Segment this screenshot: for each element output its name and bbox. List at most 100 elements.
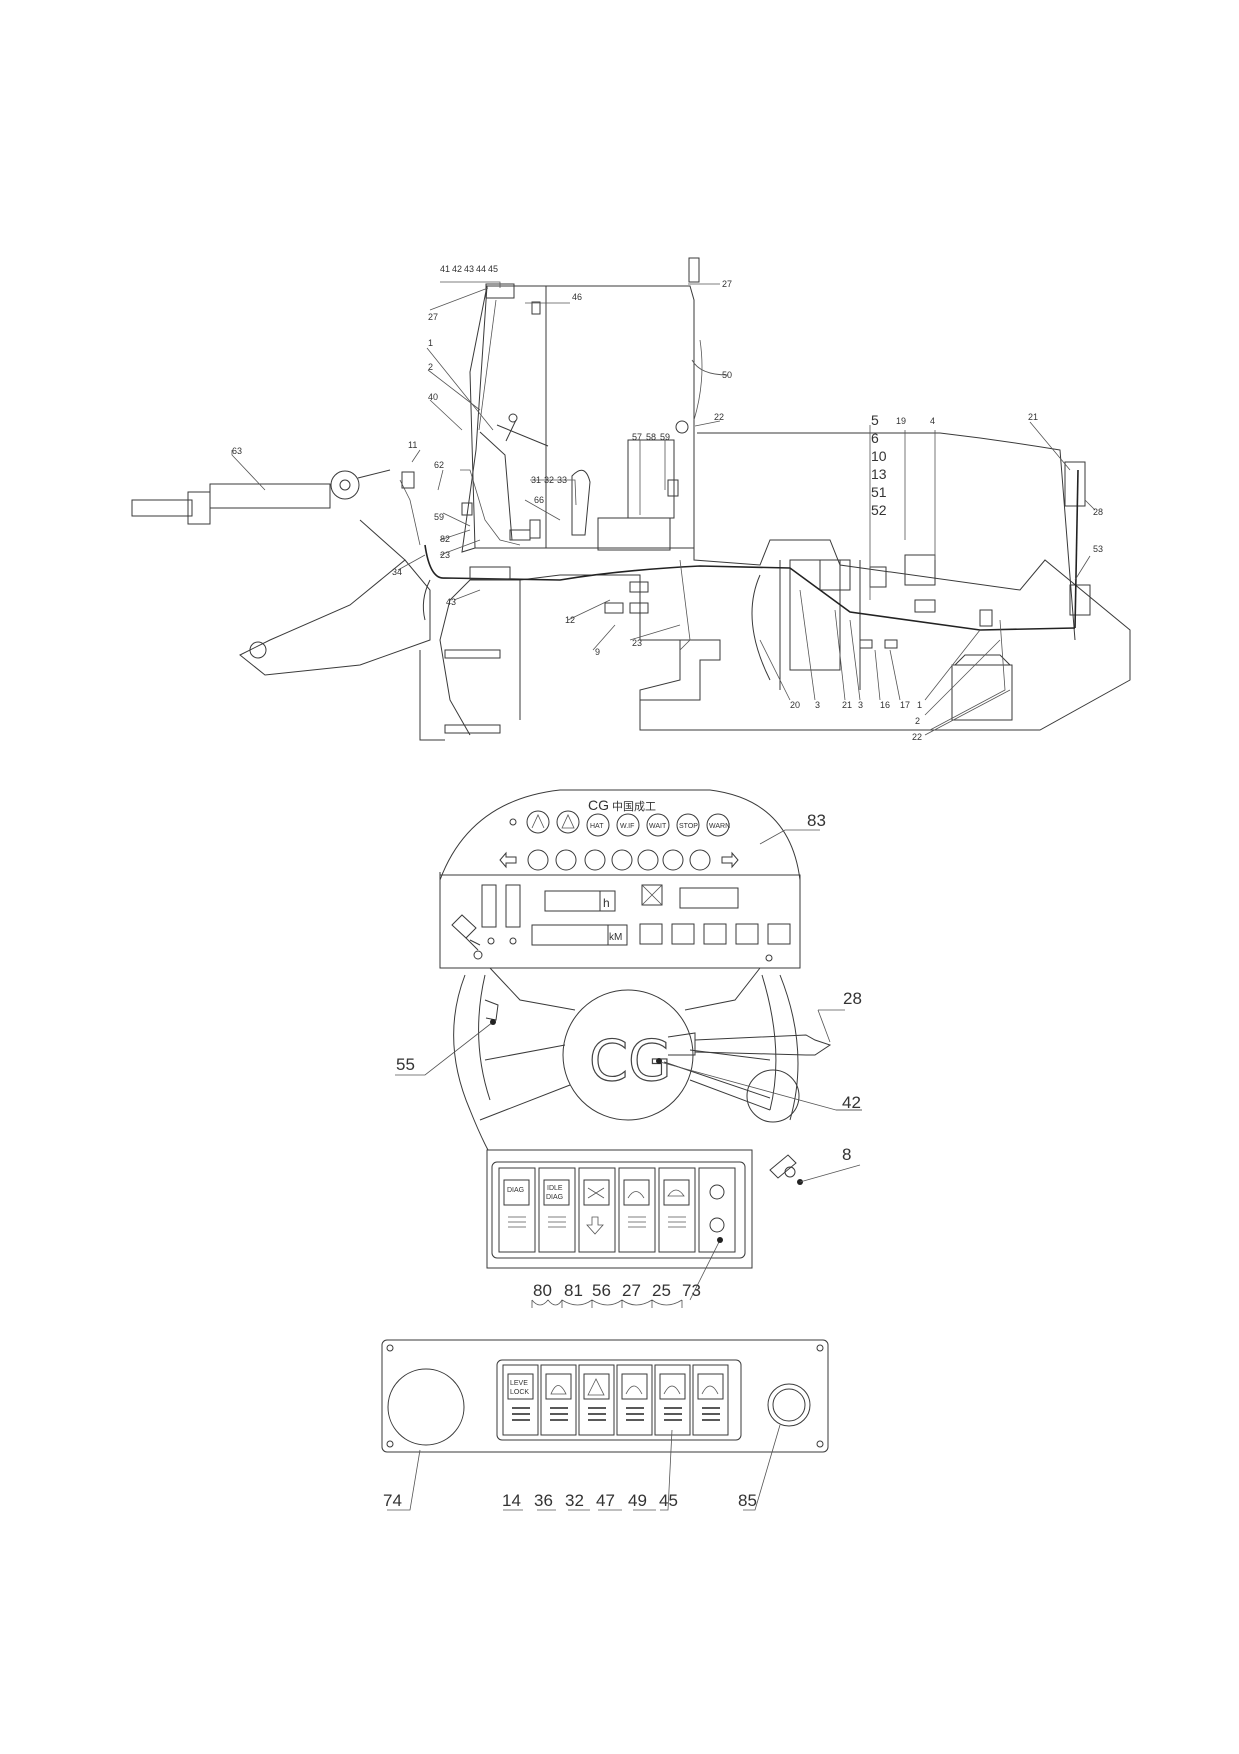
callout-3: 3 xyxy=(815,700,820,710)
dash-leaders xyxy=(387,829,862,1511)
callout-27b: 27 xyxy=(722,279,732,289)
hour-unit: h xyxy=(603,896,610,910)
lower-switch-3 xyxy=(578,1364,615,1436)
callout-36: 36 xyxy=(534,1491,553,1510)
callout-56: 56 xyxy=(592,1281,611,1300)
callout-73: 73 xyxy=(682,1281,701,1300)
callout-45: 45 xyxy=(488,264,498,274)
callout-2b: 2 xyxy=(915,716,920,726)
left-turn-icon xyxy=(499,851,517,869)
callout-34: 34 xyxy=(392,567,402,577)
callout-28: 28 xyxy=(1093,507,1103,517)
switch-3 xyxy=(578,1167,616,1253)
callout-21b: 21 xyxy=(842,700,852,710)
battery xyxy=(951,664,1013,721)
callout-40: 40 xyxy=(428,392,438,402)
callout-50: 50 xyxy=(722,370,732,380)
lower-switch-4 xyxy=(616,1364,653,1436)
brand-logo: CG xyxy=(588,797,609,813)
instrument-cluster: CG 中国成工 xyxy=(439,789,801,969)
callout-43: 43 xyxy=(464,264,474,274)
callout-42: 42 xyxy=(452,264,462,274)
callout-66: 66 xyxy=(534,495,544,505)
switch-6 xyxy=(698,1167,736,1253)
switch-2-label1: IDLE xyxy=(547,1185,563,1192)
indicator-wif: W.IF xyxy=(620,823,634,830)
machine-leaders xyxy=(231,281,1096,736)
callout-1b: 1 xyxy=(917,700,922,710)
callout-17: 17 xyxy=(900,700,910,710)
callout-59b: 59 xyxy=(660,432,670,442)
lift-cylinder xyxy=(131,469,391,525)
right-turn-icon xyxy=(721,851,739,869)
callout-58: 58 xyxy=(646,432,656,442)
callout-42: 42 xyxy=(842,1093,861,1112)
indicator-row-2 xyxy=(499,849,739,871)
callout-28: 28 xyxy=(843,989,862,1008)
callout-25: 25 xyxy=(652,1281,671,1300)
callout-52: 52 xyxy=(871,502,887,518)
callout-63: 63 xyxy=(232,446,242,456)
callout-22: 22 xyxy=(714,412,724,422)
callout-82: 82 xyxy=(440,534,450,544)
lower-switch-1-label1: LEVE xyxy=(510,1380,528,1387)
indicator-row-1: HAT W.IF WAIT STOP WARN xyxy=(509,810,730,837)
callout-41: 41 xyxy=(440,264,450,274)
lower-switch-5 xyxy=(654,1364,691,1436)
callout-27: 27 xyxy=(622,1281,641,1300)
callout-47: 47 xyxy=(596,1491,615,1510)
callout-32: 32 xyxy=(565,1491,584,1510)
callout-23b: 23 xyxy=(632,638,642,648)
callout-27: 27 xyxy=(428,312,438,322)
callout-2: 2 xyxy=(428,362,433,372)
switch-5 xyxy=(658,1167,696,1253)
callout-80: 80 xyxy=(533,1281,552,1300)
callout-16: 16 xyxy=(880,700,890,710)
callout-20: 20 xyxy=(790,700,800,710)
callout-33: 33 xyxy=(557,475,567,485)
switch-4 xyxy=(618,1167,656,1253)
callout-11: 11 xyxy=(408,440,417,450)
callout-45: 45 xyxy=(659,1491,678,1510)
callout-31: 31 xyxy=(531,475,541,485)
callout-1: 1 xyxy=(428,338,433,348)
callout-59: 59 xyxy=(434,512,444,522)
callout-6: 6 xyxy=(871,430,879,446)
switch-2: IDLE DIAG xyxy=(538,1167,576,1253)
callout-32: 32 xyxy=(544,475,554,485)
callout-23: 23 xyxy=(440,550,450,560)
machine-callouts: 41 42 43 44 45 46 27 27 1 2 40 50 63 11 … xyxy=(232,264,1103,742)
callout-43b: 43 xyxy=(446,597,456,607)
callout-14: 14 xyxy=(502,1491,521,1510)
switch-1: DIAG xyxy=(498,1167,536,1253)
callout-74: 74 xyxy=(383,1491,402,1510)
callout-22b: 22 xyxy=(912,732,922,742)
indicator-warn: WARN xyxy=(709,823,730,830)
callout-12: 12 xyxy=(565,615,575,625)
callout-49: 49 xyxy=(628,1491,647,1510)
indicator-wait: WAIT xyxy=(649,823,667,830)
switch-1-label: DIAG xyxy=(507,1187,524,1194)
callout-83: 83 xyxy=(807,811,826,830)
callout-51: 51 xyxy=(871,484,887,500)
callout-55: 55 xyxy=(396,1055,415,1074)
indicator-stop: STOP xyxy=(679,823,698,830)
callout-85: 85 xyxy=(738,1491,757,1510)
upper-switch-panel: DIAG IDLE DIAG xyxy=(486,1149,803,1269)
callout-62: 62 xyxy=(434,460,444,470)
lower-switch-6 xyxy=(692,1364,729,1436)
indicator-hat: HAT xyxy=(590,823,604,830)
callout-9: 9 xyxy=(595,647,600,657)
callout-81: 81 xyxy=(564,1281,583,1300)
dash-callouts: 83 28 55 42 8 80 81 56 27 25 73 74 14 36… xyxy=(383,811,862,1510)
callout-44: 44 xyxy=(476,264,486,274)
callout-57: 57 xyxy=(632,432,642,442)
lower-switch-2 xyxy=(540,1364,577,1436)
switch-2-label2: DIAG xyxy=(546,1194,563,1201)
callout-3b: 3 xyxy=(858,700,863,710)
callout-13: 13 xyxy=(871,466,887,482)
callout-10: 10 xyxy=(871,448,887,464)
callout-53: 53 xyxy=(1093,544,1103,554)
lower-switch-1: LEVE LOCK xyxy=(502,1364,539,1436)
